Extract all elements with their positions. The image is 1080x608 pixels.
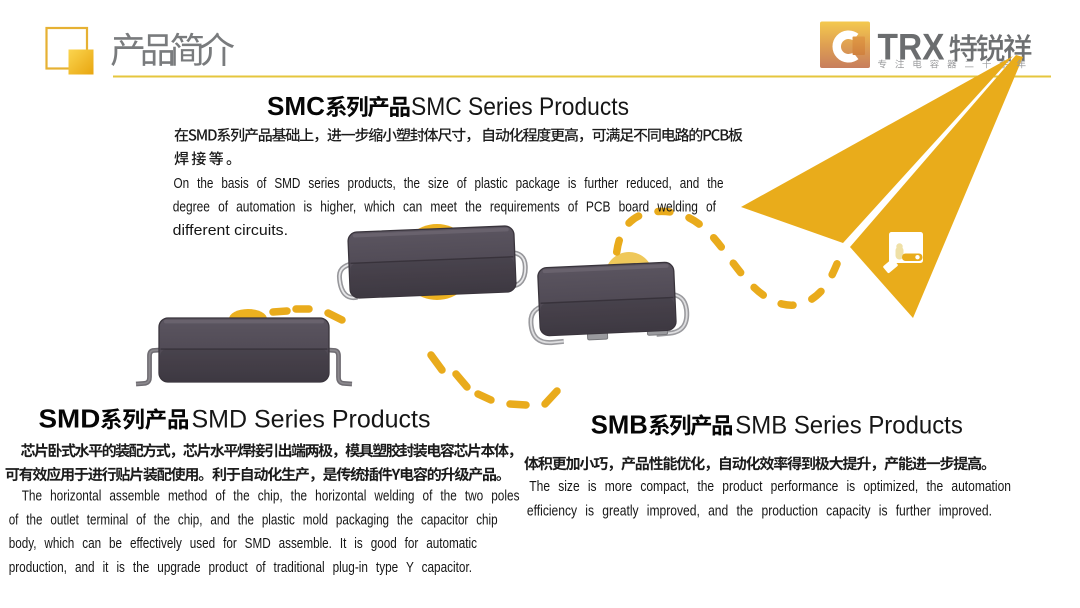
svg-text:efficiency is greatly improved: efficiency is greatly improved, and the … [527,503,992,520]
svg-text:On the basis of SMD series pro: On the basis of SMD series products, the… [174,175,724,192]
svg-text:TRX: TRX [878,27,945,68]
svg-text:SMB: SMB [591,410,648,440]
svg-text:The horizontal assemble method: The horizontal assemble method of the ch… [22,488,520,505]
svg-text:SMC: SMC [267,91,325,121]
svg-text:body, which can be effectively: body, which can be effectively used for … [9,535,478,552]
svg-text:production, and it is the upgr: production, and it is the upgrade produc… [9,559,472,576]
svg-text:different circuits.: different circuits. [173,222,288,239]
svg-text:SMD Series Products: SMD Series Products [192,406,431,434]
svg-text:SMC Series Products: SMC Series Products [411,93,629,121]
svg-text:of the outlet terminal of the: of the outlet terminal of the chip, and … [9,511,498,528]
svg-text:SMD: SMD [39,404,101,434]
svg-text:degree of automation is higher: degree of automation is higher, which ca… [173,198,717,215]
svg-text:The size is more compact, the: The size is more compact, the product pe… [529,478,1011,495]
svg-text:SMB Series Products: SMB Series Products [735,412,963,440]
